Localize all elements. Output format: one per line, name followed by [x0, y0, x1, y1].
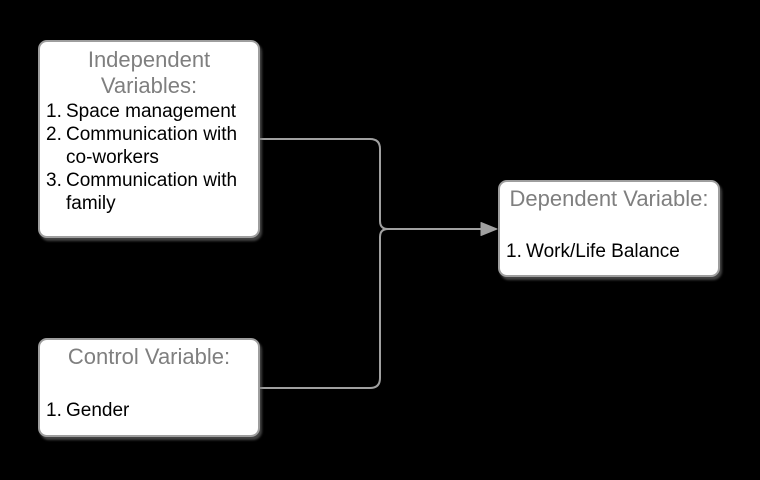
item-number: 1. — [506, 241, 522, 262]
item-number: 1. — [46, 101, 62, 122]
item-text: Communication with family — [66, 170, 238, 214]
node-control-variable: Control Variable: 1. Gender — [38, 338, 260, 437]
node-dependent-variable: Dependent Variable: 1. Work/Life Balance — [498, 180, 720, 277]
node-independent-variables: Independent Variables: 1. Space manageme… — [38, 40, 260, 238]
item-text: Space management — [66, 101, 237, 122]
item-text: Gender — [66, 400, 130, 421]
list-item: 1. Gender — [46, 399, 254, 422]
list-item: 1. Work/Life Balance — [506, 240, 714, 263]
item-text: Communication with co-workers — [66, 124, 238, 168]
list-item: 3. Communication with family — [46, 169, 254, 215]
item-number: 3. — [46, 170, 62, 191]
control-list: 1. Gender — [40, 399, 258, 422]
item-number: 2. — [46, 124, 62, 145]
independent-title: Independent Variables: — [87, 47, 211, 98]
list-item: 2. Communication with co-workers — [46, 123, 254, 169]
item-text: Work/Life Balance — [526, 241, 680, 262]
independent-list: 1. Space management 2. Communication wit… — [40, 100, 258, 215]
list-item: 1. Space management — [46, 100, 254, 123]
connector-independent-to-junction — [260, 138, 389, 230]
connector-control-to-junction — [260, 228, 389, 389]
item-number: 1. — [46, 400, 62, 421]
dependent-list: 1. Work/Life Balance — [500, 240, 718, 263]
arrowhead-icon — [480, 222, 498, 236]
dependent-title: Dependent Variable: — [509, 186, 709, 211]
control-title: Control Variable: — [67, 344, 231, 369]
